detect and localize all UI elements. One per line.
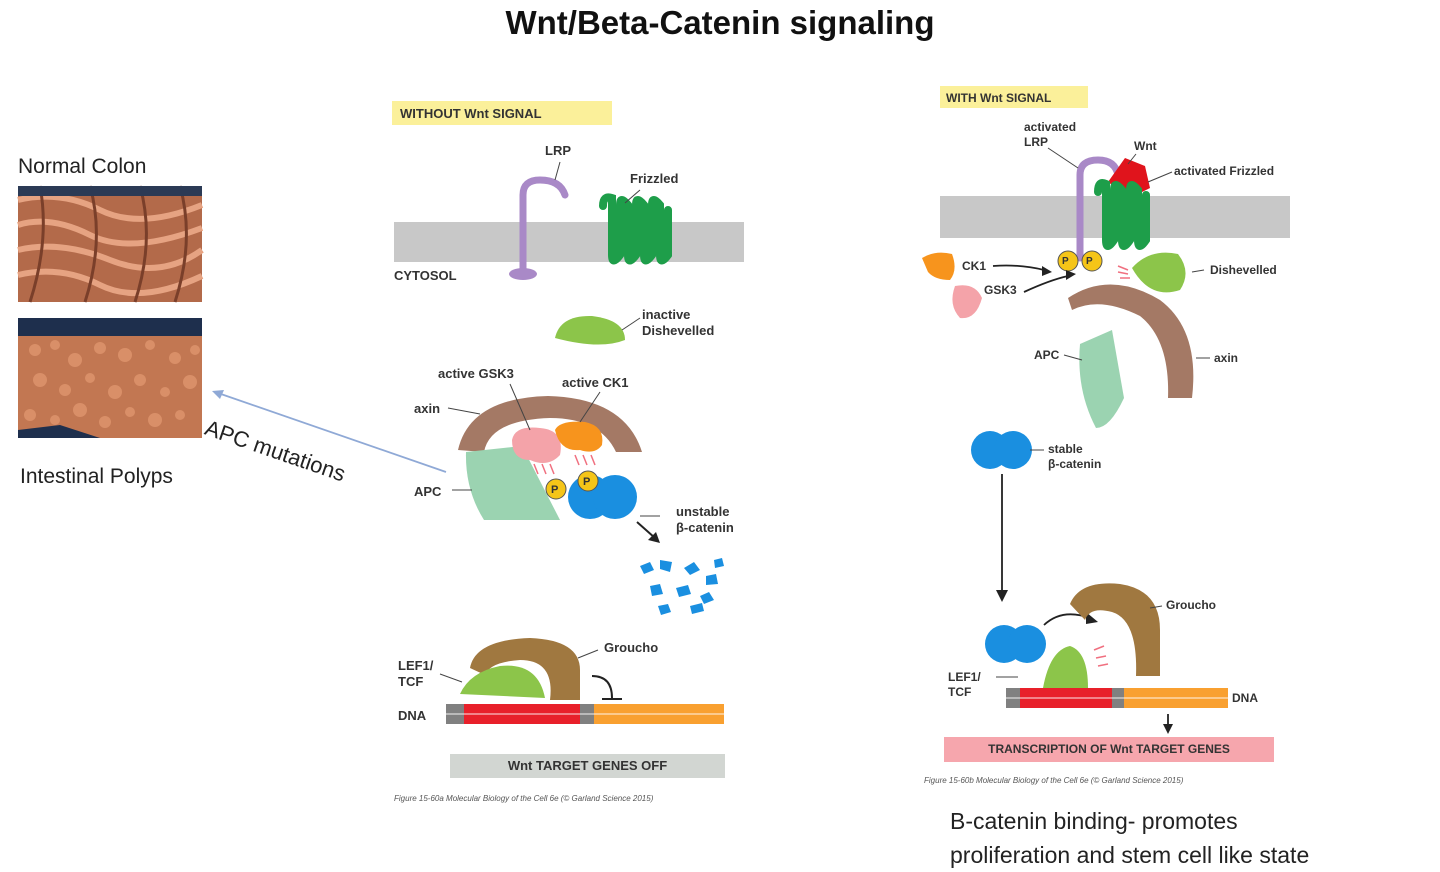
transcription-label: TRANSCRIPTION OF Wnt TARGET GENES	[988, 742, 1230, 756]
phospho-p-2: P	[583, 476, 591, 488]
wnt-label: Wnt	[1134, 139, 1157, 153]
ck1-label: CK1	[962, 259, 987, 273]
page-title: Wnt/Beta-Catenin signaling	[505, 4, 935, 41]
dna-label-right: DNA	[1232, 691, 1258, 705]
lef1-tcf-label: LEF1/ TCF	[398, 658, 434, 689]
genes-off-label: Wnt TARGET GENES OFF	[507, 758, 668, 773]
axin-label-right: axin	[1214, 351, 1239, 365]
dishevelled-label: Dishevelled	[1210, 263, 1277, 277]
normal-colon-label: Normal Colon	[18, 155, 147, 178]
active-gsk3-label: active GSK3	[438, 366, 514, 381]
lrp-label: LRP	[545, 143, 571, 158]
axin-label: axin	[414, 401, 441, 416]
frizzled-label: Frizzled	[630, 171, 679, 186]
groucho-label: Groucho	[604, 640, 659, 655]
stable-bcatenin-label: stable β-catenin	[1048, 442, 1102, 471]
normal-colon-photo	[17, 185, 204, 303]
apc-label: APC	[414, 484, 442, 499]
phospho-p-4: P	[1086, 256, 1093, 267]
active-ck1-label: active CK1	[562, 375, 629, 390]
intestinal-polyps-label: Intestinal Polyps	[20, 465, 173, 488]
membrane-left	[394, 222, 744, 262]
cytosol-label: CYTOSOL	[394, 268, 457, 283]
activated-frizzled-label: activated Frizzled	[1174, 164, 1275, 178]
without-wnt-header: WITHOUT Wnt SIGNAL	[400, 106, 542, 121]
figure-caption-b: Figure 15-60b Molecular Biology of the C…	[924, 776, 1184, 785]
phospho-p-3: P	[1062, 256, 1069, 267]
bottom-note: B-catenin binding- promotes proliferatio…	[950, 808, 1310, 868]
lef1-tcf-label-right: LEF1/ TCF	[948, 670, 981, 699]
phospho-p-1: P	[551, 484, 559, 496]
dna-label: DNA	[398, 708, 427, 723]
groucho-label-right: Groucho	[1166, 598, 1216, 612]
gsk3-label: GSK3	[984, 283, 1017, 297]
without-header-bg	[392, 101, 612, 125]
unstable-bcatenin-label: unstable β-catenin	[676, 504, 734, 535]
with-wnt-header: WITH Wnt SIGNAL	[946, 91, 1052, 105]
figure-caption-a: Figure 15-60a Molecular Biology of the C…	[394, 794, 654, 803]
apc-label-right: APC	[1034, 348, 1060, 362]
activated-lrp-label: activated LRP	[1024, 120, 1077, 149]
polyps-photo	[18, 318, 202, 438]
inactive-dishevelled-label: inactive Dishevelled	[642, 307, 715, 338]
